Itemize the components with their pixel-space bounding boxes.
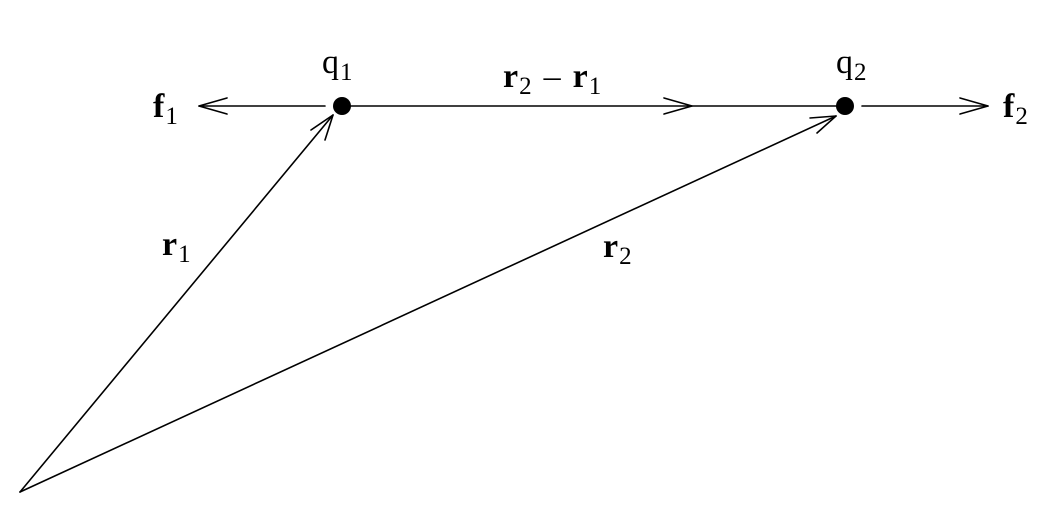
r2-arrowhead	[809, 115, 837, 134]
r2-vector-line	[19, 115, 837, 493]
f1-arrowhead	[198, 97, 228, 115]
r1-arrowhead	[310, 114, 334, 141]
charge-q1-dot	[333, 97, 351, 115]
label-q1: q1	[322, 44, 353, 86]
r2-minus-r1-arrowhead	[663, 97, 693, 115]
charge-q2-dot	[836, 97, 854, 115]
label-f1: f1	[153, 88, 178, 130]
label-f2: f2	[1003, 88, 1028, 130]
label-q2: q2	[836, 44, 867, 86]
label-r2: r2	[603, 228, 632, 270]
r1-vector-line	[19, 114, 334, 493]
label-r2-minus-r1: r2–r1	[503, 58, 602, 100]
label-r1: r1	[162, 226, 191, 268]
f2-arrowhead	[959, 97, 989, 115]
